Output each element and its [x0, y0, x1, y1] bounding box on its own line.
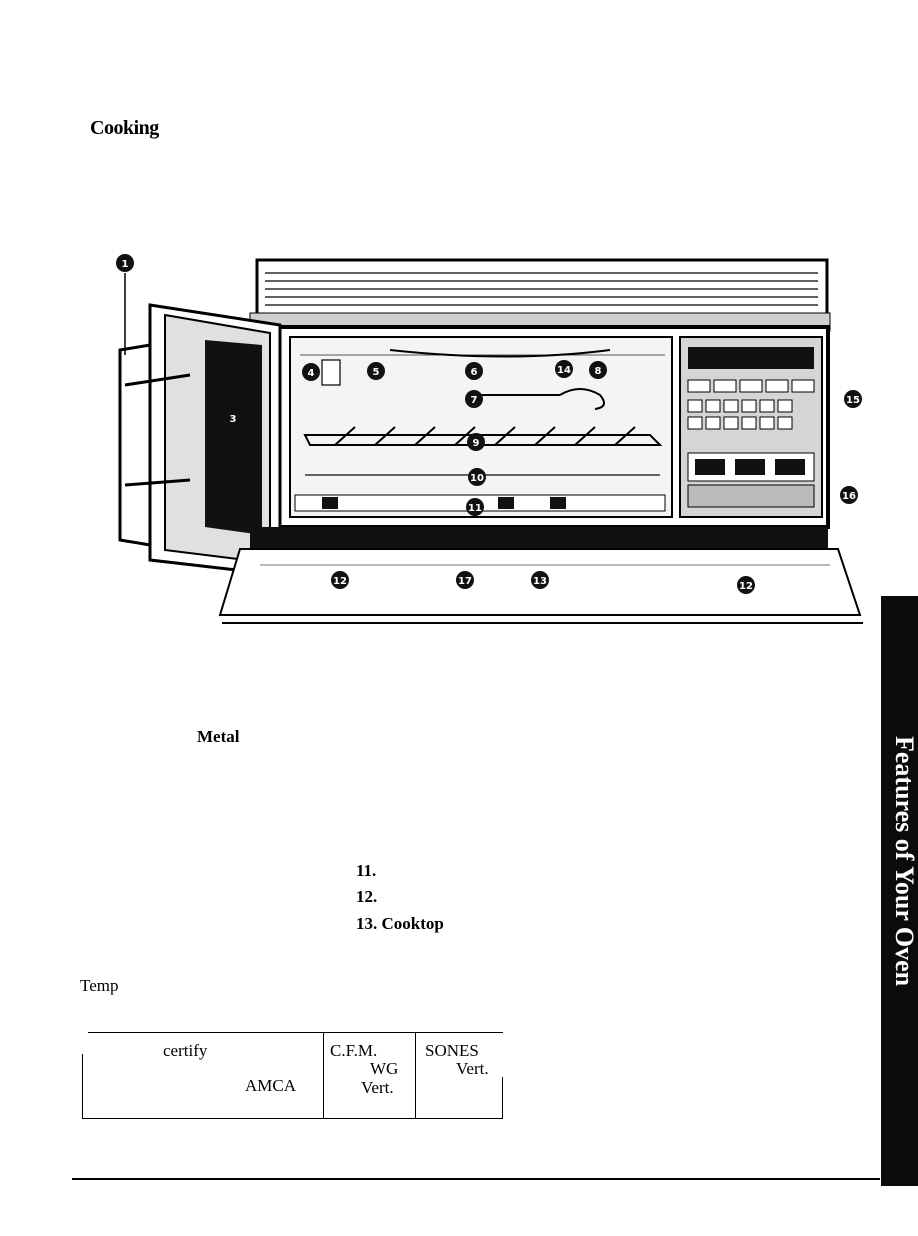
callout-13: 13: [533, 576, 547, 587]
callout-16: 16: [842, 491, 856, 502]
callout-12a: 12: [333, 576, 347, 587]
display-window: [688, 347, 814, 369]
page-heading: Cooking: [90, 117, 159, 139]
label-item-12: 12.: [356, 887, 378, 906]
callout-17: 17: [458, 576, 472, 587]
oven-cavity: [289, 336, 673, 518]
callout-1: 1: [122, 259, 129, 270]
label-temp: Temp: [80, 976, 119, 995]
callout-6: 6: [471, 367, 478, 378]
callout-3: 3: [230, 414, 237, 425]
callout-5: 5: [373, 367, 380, 378]
table-cfm-vert: Vert.: [361, 1078, 394, 1097]
callout-12b: 12: [739, 581, 753, 592]
oven-rack: [303, 426, 663, 446]
cooktop-edge: [250, 527, 828, 549]
label-item-11: 11.: [356, 861, 377, 880]
label-metal: Metal: [197, 727, 240, 746]
callout-4: 4: [308, 368, 315, 379]
bottom-rule: [72, 1178, 880, 1180]
callout-15: 15: [846, 395, 860, 406]
label-item-13: 13. Cooktop: [356, 914, 444, 933]
callout-7: 7: [471, 395, 478, 406]
table-wg: WG: [370, 1059, 399, 1078]
vent-slats: [265, 272, 818, 306]
cooktop-controls: [687, 484, 815, 508]
heating-element: [389, 349, 611, 358]
callout-11: 11: [468, 503, 482, 514]
callout-9: 9: [473, 438, 480, 449]
callout-14: 14: [557, 365, 571, 376]
oven-illustration: 1 3 4 5 6 7 8 9 10 11 12 17 13 12 14 15 …: [116, 254, 862, 616]
table-sones: SONES: [425, 1041, 479, 1060]
figure-rule: [222, 622, 863, 624]
section-tab-text: Features of Your Oven: [890, 736, 918, 987]
callout-10: 10: [470, 473, 484, 484]
table-sones-vert: Vert.: [456, 1059, 489, 1078]
table-amca: AMCA: [245, 1076, 297, 1095]
callout-markers: [116, 254, 862, 594]
section-tab: Features of Your Oven: [881, 596, 918, 1186]
table-cfm: C.F.M.: [330, 1041, 378, 1060]
table-certify: certify: [163, 1041, 208, 1060]
certification-table: certify AMCA C.F.M. WG Vert. SONES Vert.: [82, 1032, 505, 1119]
light-window: [321, 359, 341, 386]
oven-door: [118, 303, 282, 577]
vent-grille: [255, 258, 829, 317]
callout-8: 8: [595, 366, 602, 377]
